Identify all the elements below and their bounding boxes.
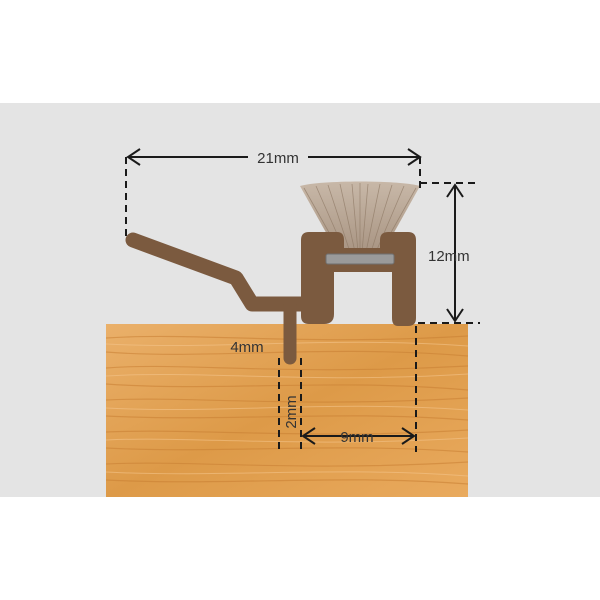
channel-width-label: 9mm [340, 429, 373, 446]
seal-profile [125, 232, 416, 365]
carrier-strip [325, 253, 395, 265]
height-label: 12mm [428, 248, 470, 265]
overall-width-label: 21mm [257, 150, 299, 167]
leg-width-label: 2mm [283, 395, 300, 428]
leg-depth-label: 4mm [230, 339, 263, 356]
